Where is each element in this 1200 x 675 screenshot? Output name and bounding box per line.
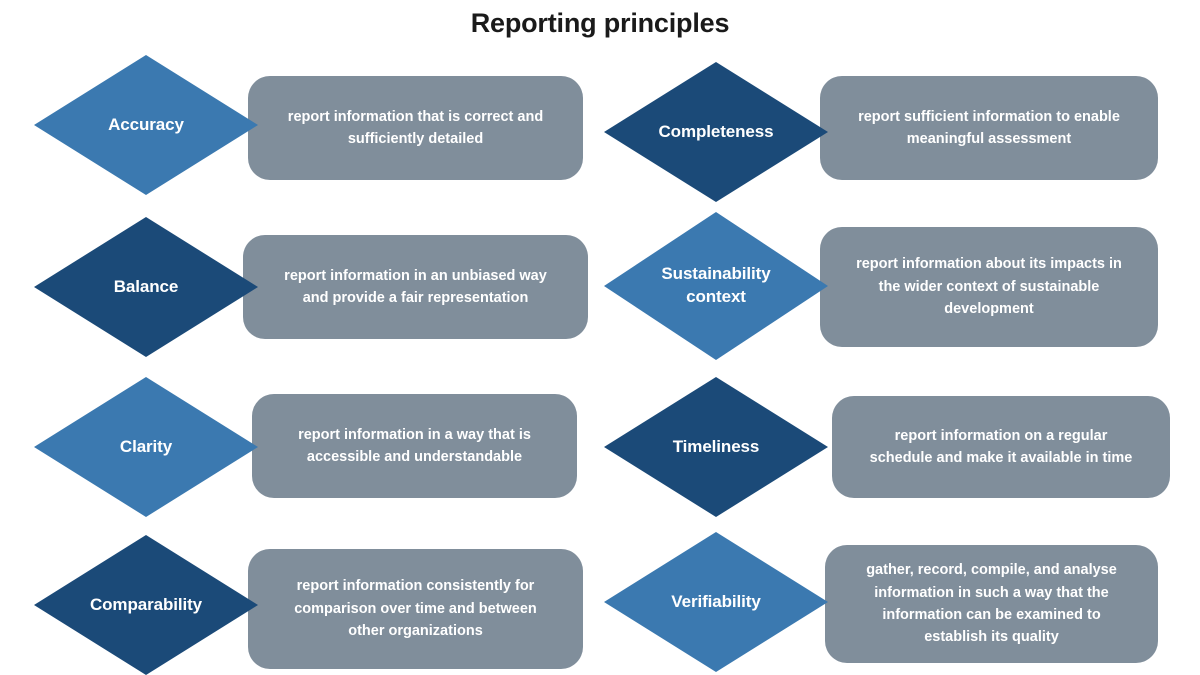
principle-diamond-verifiability[interactable]: Verifiability <box>604 532 828 672</box>
description-box-clarity: report information in a way that is acce… <box>252 394 577 498</box>
principle-diamond-balance[interactable]: Balance <box>34 217 258 357</box>
description-box-sustainability-context: report information about its impacts in … <box>820 227 1158 347</box>
description-box-timeliness: report information on a regular schedule… <box>832 396 1170 498</box>
diamond-shape-icon <box>604 62 828 202</box>
page-title: Reporting principles <box>470 8 730 38</box>
description-text: report information in an unbiased way an… <box>284 267 547 306</box>
principle-diamond-comparability[interactable]: Comparability <box>34 535 258 675</box>
diamond-shape-icon <box>34 535 258 675</box>
description-box-balance: report information in an unbiased way an… <box>243 235 588 339</box>
description-text: report information on a regular schedule… <box>869 427 1133 466</box>
principle-diamond-accuracy[interactable]: Accuracy <box>34 55 258 195</box>
principle-label: Verifiability <box>671 591 761 611</box>
description-text: report information about its impacts in … <box>856 256 1122 318</box>
diamond-shape-icon <box>604 377 828 517</box>
principle-label: Timeliness <box>672 436 760 456</box>
principle-diamond-sustainability-context[interactable]: Sustainability context <box>604 212 828 360</box>
description-text: report information that is correct and s… <box>287 108 544 147</box>
principle-label: Clarity <box>119 436 173 456</box>
description-box-accuracy: report information that is correct and s… <box>248 76 583 180</box>
description-text: gather, record, compile, and analyse inf… <box>866 562 1117 646</box>
description-text: report information consistently for comp… <box>294 578 537 640</box>
principle-label: Comparability <box>89 594 203 614</box>
diamond-shape-icon <box>604 212 828 360</box>
principle-diamond-clarity[interactable]: Clarity <box>34 377 258 517</box>
diamond-shape-icon <box>34 217 258 357</box>
principle-label: Completeness <box>658 121 774 141</box>
principle-label: Balance <box>113 276 179 296</box>
description-box-comparability: report information consistently for comp… <box>248 549 583 669</box>
diamond-shape-icon <box>34 377 258 517</box>
principle-label: Sustainability context <box>661 264 771 306</box>
description-text: report information in a way that is acce… <box>298 426 531 465</box>
principle-label: Accuracy <box>108 114 184 134</box>
description-text: report sufficient information to enable … <box>858 108 1120 147</box>
diamond-shape-icon <box>604 532 828 672</box>
principle-diamond-completeness[interactable]: Completeness <box>604 62 828 202</box>
principle-diamond-timeliness[interactable]: Timeliness <box>604 377 828 517</box>
description-box-completeness: report sufficient information to enable … <box>820 76 1158 180</box>
description-box-verifiability: gather, record, compile, and analyse inf… <box>825 545 1158 663</box>
diamond-shape-icon <box>34 55 258 195</box>
